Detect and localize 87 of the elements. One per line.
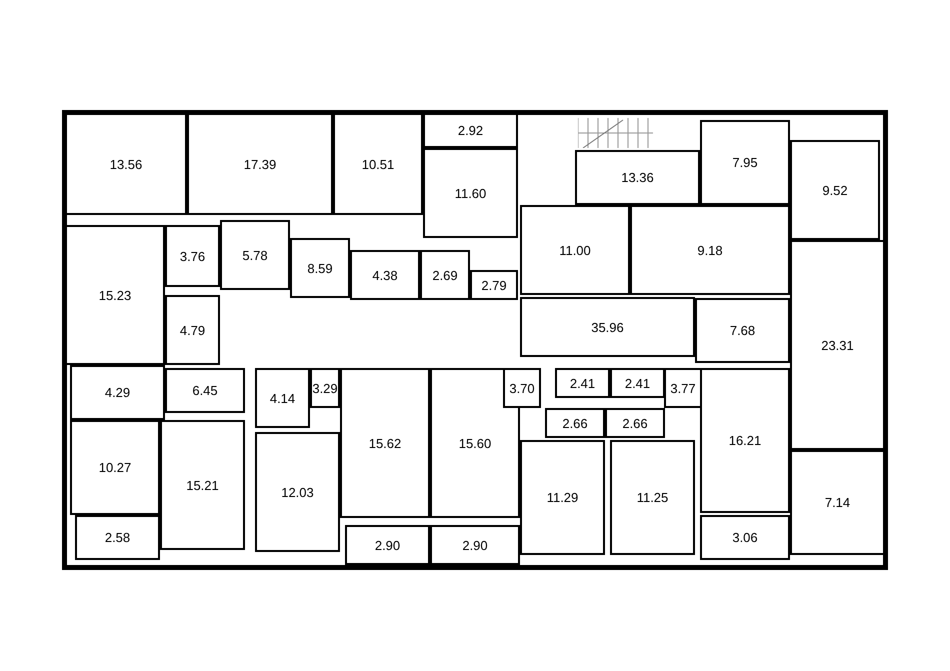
room-outline <box>664 368 702 408</box>
room-outline <box>350 250 420 300</box>
area-label: 2.66 <box>562 416 588 430</box>
room-outline <box>790 240 885 450</box>
area-label: 3.06 <box>732 531 758 544</box>
room-outline <box>575 150 700 205</box>
area-label: 2.58 <box>104 531 130 544</box>
room-outline <box>187 113 333 215</box>
room-outline <box>700 368 790 513</box>
room-outline <box>165 368 245 413</box>
room-outline <box>290 238 350 298</box>
area-label: 7.68 <box>730 324 756 337</box>
area-label: 3.29 <box>312 382 338 394</box>
room-outline <box>340 368 430 518</box>
room-outline <box>470 270 518 300</box>
room-outline <box>695 298 790 363</box>
area-label: 11.60 <box>454 186 486 200</box>
room-outline <box>160 420 245 550</box>
area-label: 4.38 <box>372 268 398 282</box>
room-outline <box>610 440 695 555</box>
area-label: 11.25 <box>636 491 668 504</box>
area-label: 12.03 <box>281 486 314 498</box>
room-outline <box>165 295 220 365</box>
area-label: 10.51 <box>362 158 394 170</box>
room-outline <box>65 113 187 215</box>
room-outline <box>700 120 790 205</box>
room-outline <box>70 420 160 515</box>
area-label: 3.77 <box>670 382 696 394</box>
area-label: 17.39 <box>244 158 276 170</box>
room-outline <box>520 440 605 555</box>
room-outline <box>423 148 518 238</box>
area-label: 4.14 <box>270 392 296 404</box>
area-label: 11.29 <box>546 491 578 504</box>
area-label: 2.69 <box>432 268 458 282</box>
area-label: 3.70 <box>509 382 535 394</box>
area-label: 2.66 <box>622 416 648 430</box>
room-outline <box>423 113 518 148</box>
area-label: 2.92 <box>458 124 484 137</box>
room-outline <box>333 113 423 215</box>
room-outline <box>220 220 290 290</box>
area-label: 11.00 <box>559 244 591 256</box>
area-label: 13.36 <box>621 171 654 184</box>
area-label: 15.62 <box>368 436 402 450</box>
area-label: 6.45 <box>192 384 218 397</box>
area-label: 2.41 <box>624 376 650 390</box>
room-outline <box>605 408 665 438</box>
area-label: 7.95 <box>732 156 758 169</box>
area-label: 8.59 <box>307 262 333 274</box>
area-label: 13.56 <box>110 158 142 170</box>
area-label: 15.21 <box>186 478 219 492</box>
area-label: 2.79 <box>481 278 507 292</box>
room-outline <box>555 368 610 398</box>
area-label: 4.29 <box>104 386 130 399</box>
room-outline <box>255 368 310 428</box>
room-outline <box>503 368 541 408</box>
area-label: 5.78 <box>242 248 268 262</box>
area-label: 2.41 <box>570 376 596 390</box>
room-outline <box>610 368 665 398</box>
room-outline <box>70 365 165 420</box>
area-label: 16.21 <box>728 434 762 447</box>
room-outline <box>345 525 430 565</box>
area-label: 9.52 <box>822 184 848 196</box>
room-outline <box>165 225 220 287</box>
area-label: 35.96 <box>591 320 624 334</box>
room-outline <box>545 408 605 438</box>
area-label: 15.23 <box>98 288 132 302</box>
area-label: 15.60 <box>458 436 492 450</box>
room-outline <box>310 368 340 408</box>
room-outline <box>75 515 160 560</box>
room-outline <box>700 515 790 560</box>
room-outline <box>520 297 695 357</box>
room-outline <box>520 205 630 295</box>
area-label: 4.79 <box>180 324 206 336</box>
area-label: 23.31 <box>821 338 854 352</box>
area-label: 10.27 <box>98 461 132 474</box>
room-outline <box>630 205 790 295</box>
area-label: 2.90 <box>462 538 488 552</box>
room-outline <box>420 250 470 300</box>
area-label: 9.18 <box>697 244 723 256</box>
room-outline <box>790 450 885 555</box>
room-outline <box>430 525 520 565</box>
room-outline <box>255 432 340 552</box>
room-outline <box>65 225 165 365</box>
room-outline <box>790 140 880 240</box>
area-label: 3.76 <box>180 250 206 262</box>
area-label: 2.90 <box>374 538 400 552</box>
area-label: 7.14 <box>824 496 850 509</box>
